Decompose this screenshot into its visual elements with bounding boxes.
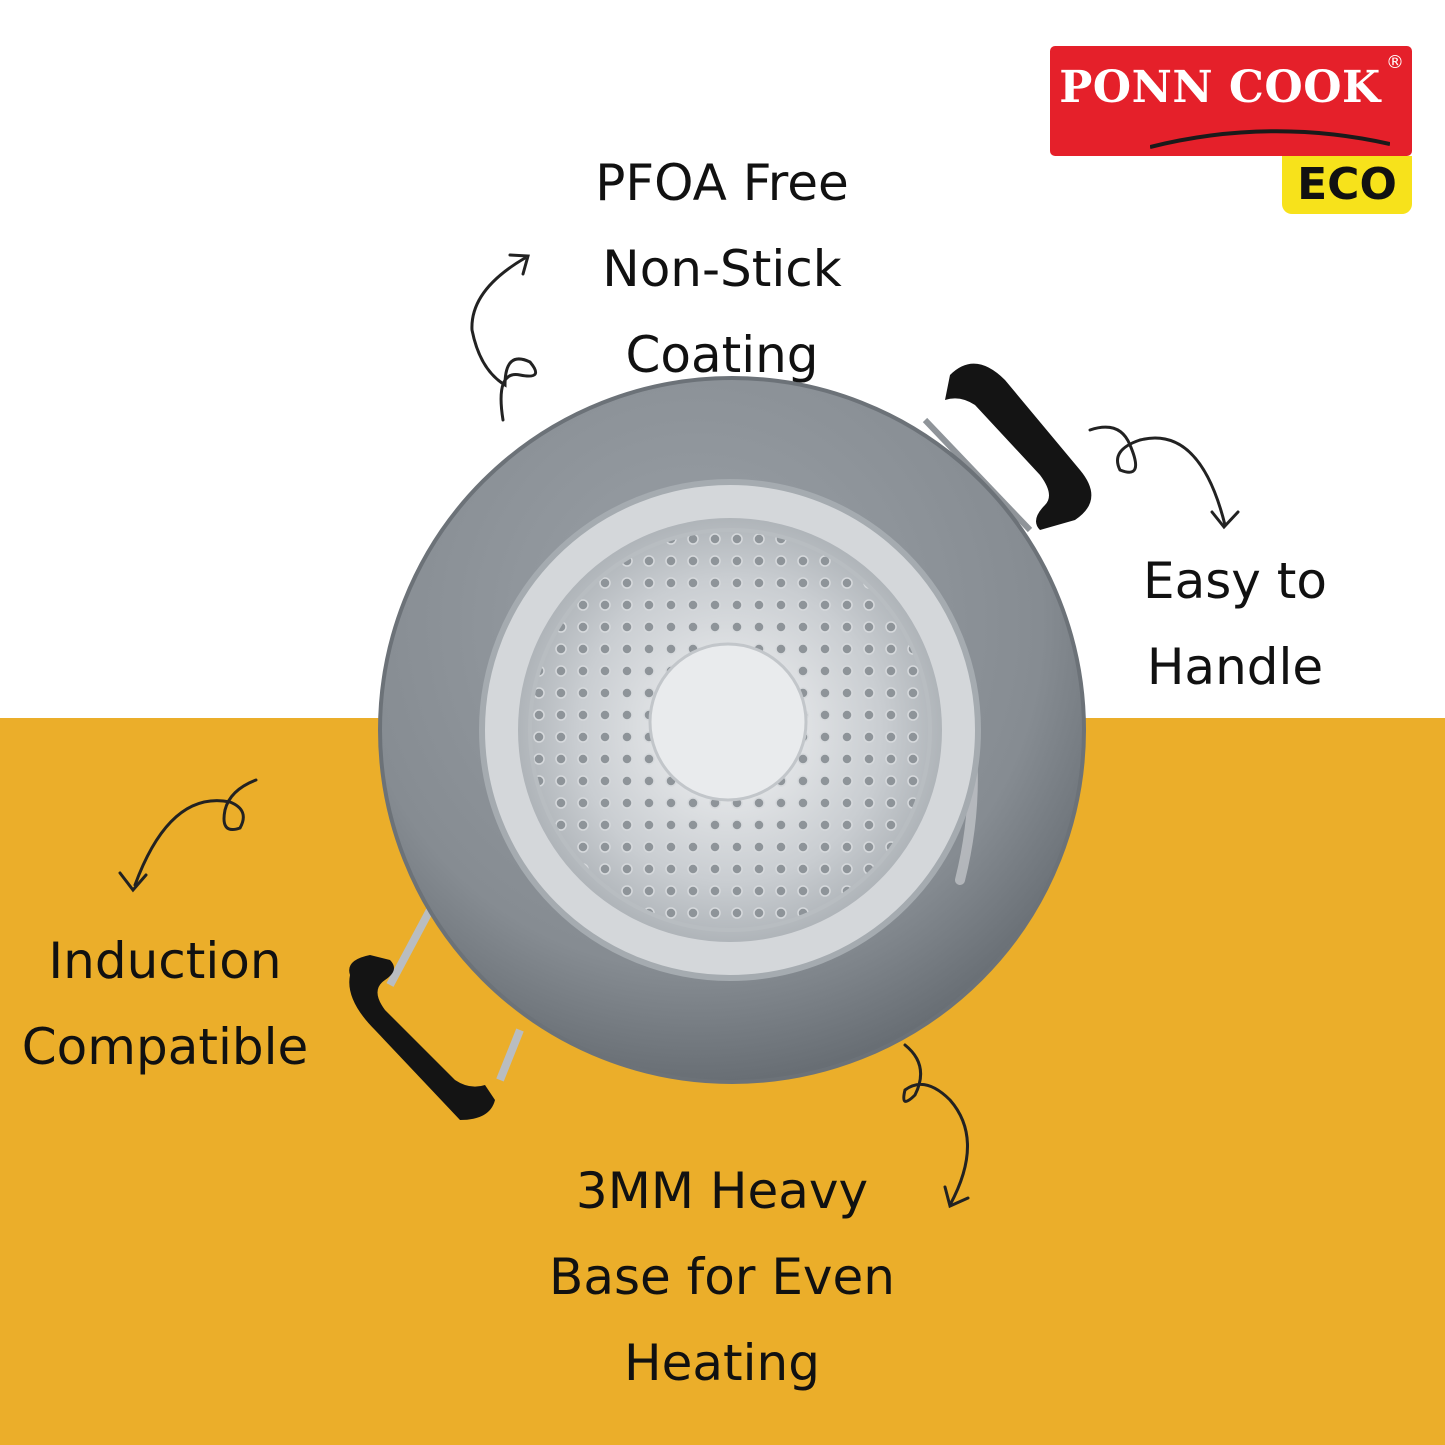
feature-induction: Induction Compatible bbox=[0, 918, 330, 1090]
feature-line: Coating bbox=[625, 326, 819, 384]
feature-line: Handle bbox=[1146, 638, 1324, 696]
feature-line: 3MM Heavy bbox=[575, 1162, 869, 1220]
feature-line: Compatible bbox=[21, 1018, 309, 1076]
feature-heavy-base: 3MM Heavy Base for Even Heating bbox=[482, 1148, 962, 1406]
left-handle bbox=[349, 908, 524, 1120]
logo-swoosh-icon bbox=[1150, 129, 1390, 149]
brand-logo: PONN COOK ® ECO bbox=[1050, 46, 1412, 216]
feature-easy-handle: Easy to Handle bbox=[1100, 538, 1370, 710]
logo-eco-badge: ECO bbox=[1282, 156, 1412, 214]
logo-brand-name: PONN COOK bbox=[1059, 62, 1381, 113]
feature-line: PFOA Free bbox=[595, 154, 849, 212]
feature-line: Non-Stick bbox=[602, 240, 842, 298]
feature-line: Induction bbox=[48, 932, 282, 990]
feature-line: Heating bbox=[624, 1334, 820, 1392]
feature-pfoa-free: PFOA Free Non-Stick Coating bbox=[522, 140, 922, 398]
base-center bbox=[650, 644, 806, 800]
registered-mark: ® bbox=[1386, 52, 1404, 73]
feature-line: Easy to bbox=[1143, 552, 1327, 610]
feature-line: Base for Even bbox=[549, 1248, 895, 1306]
